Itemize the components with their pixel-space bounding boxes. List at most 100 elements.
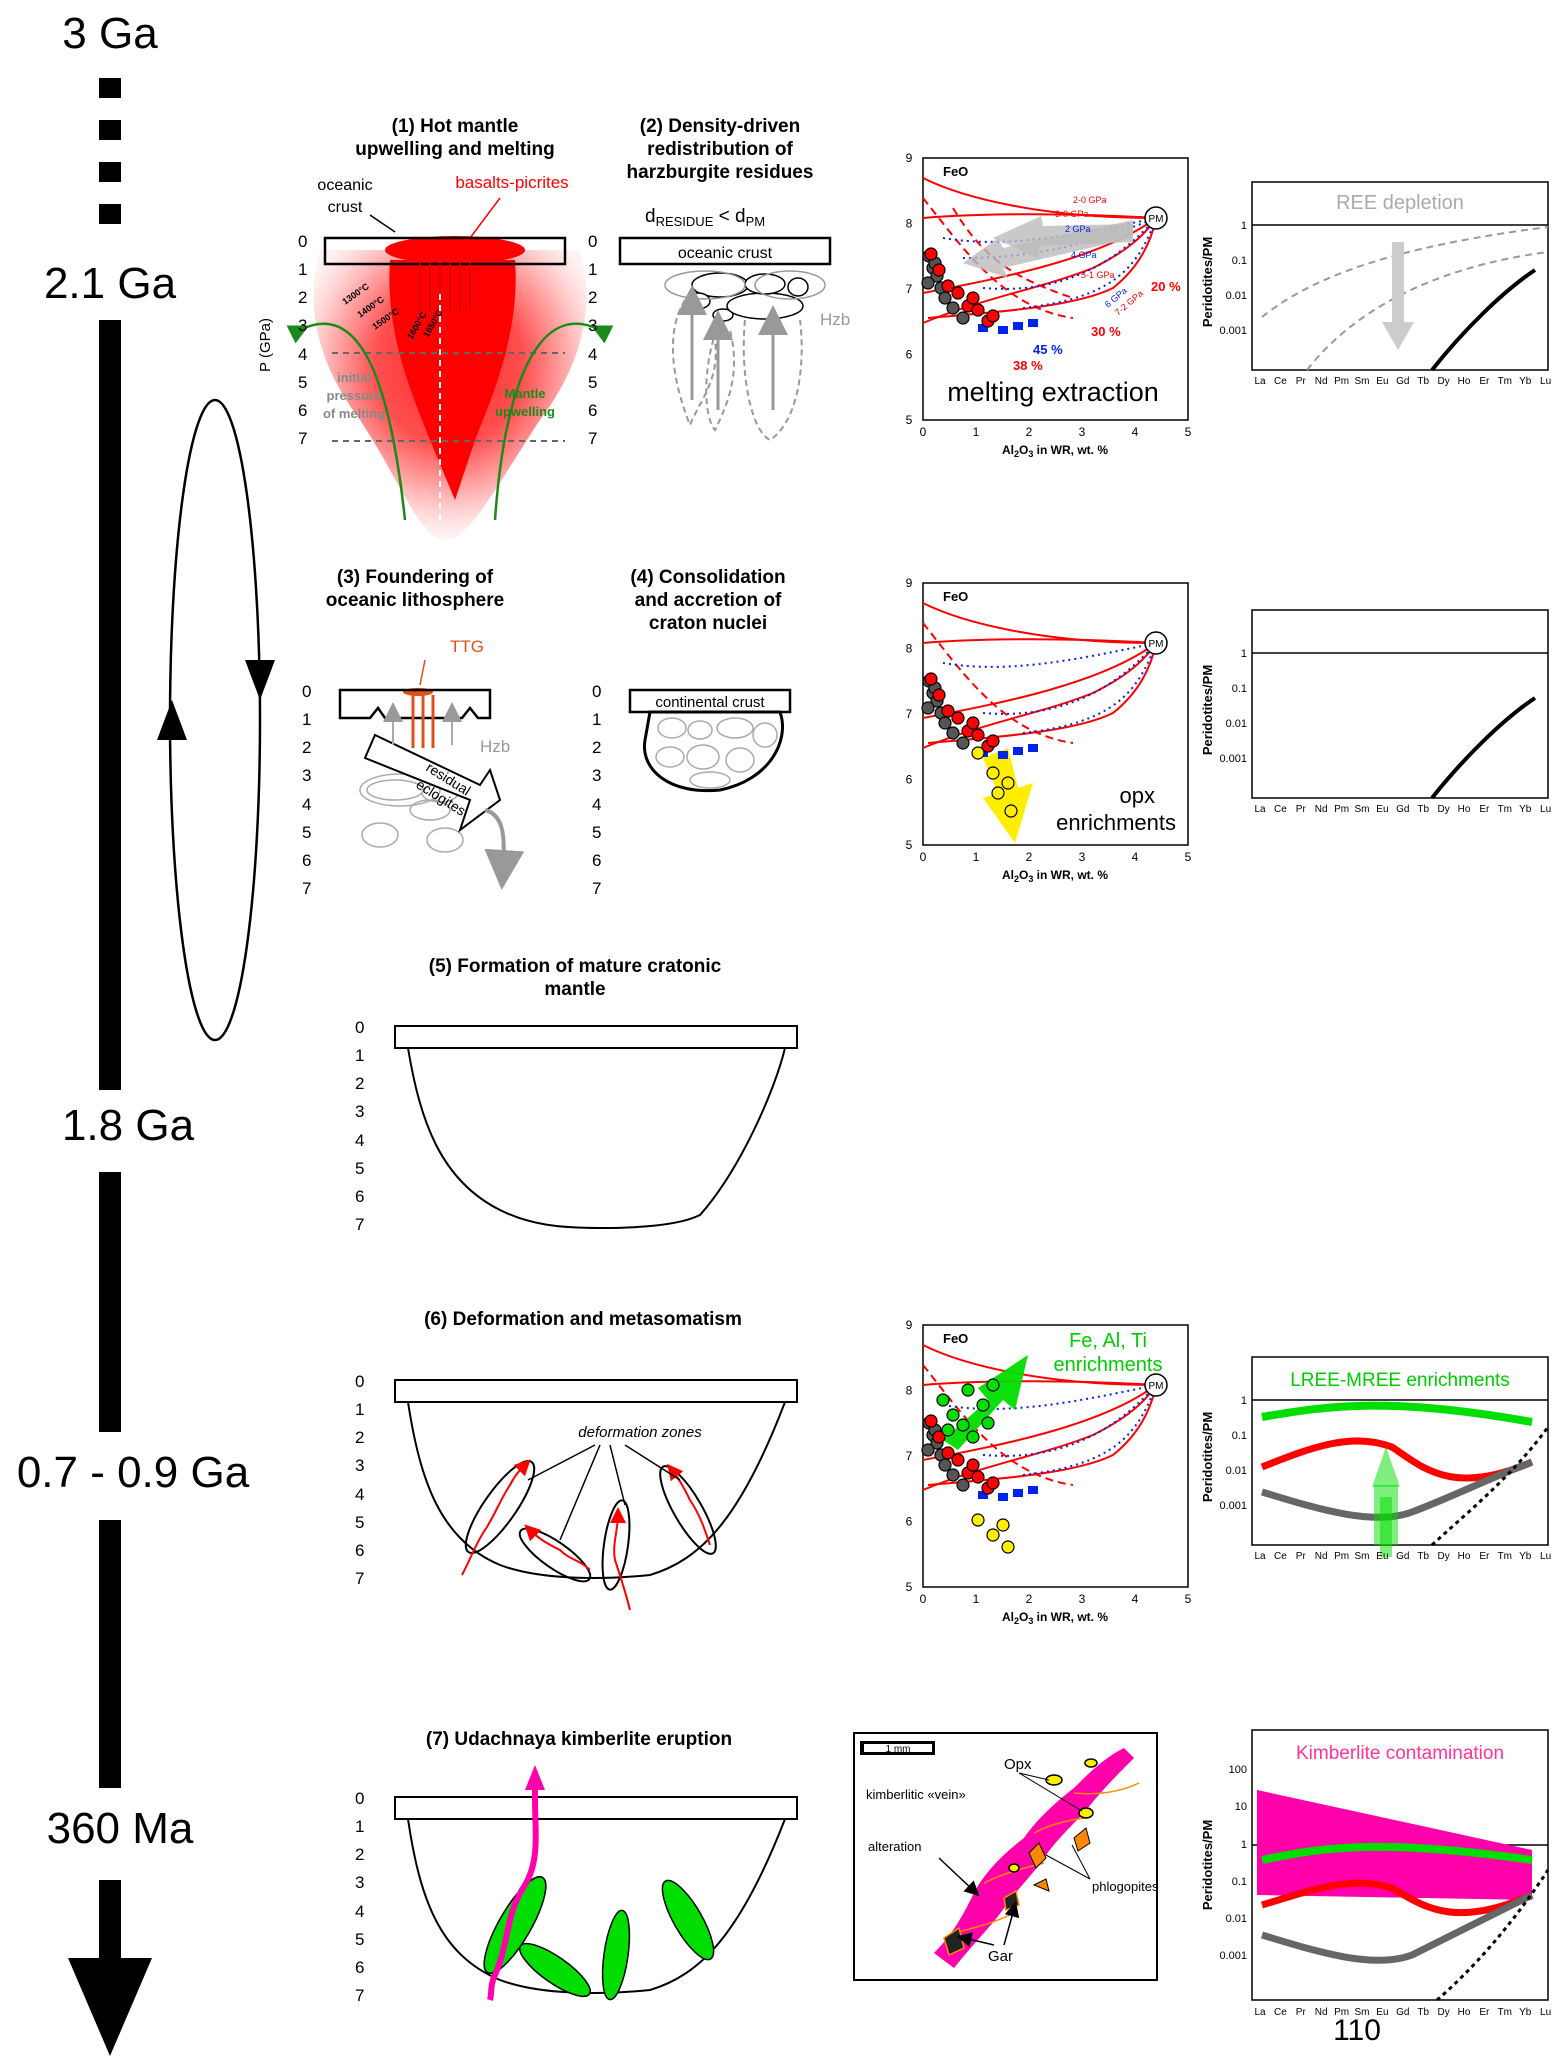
svg-text:upwelling and melting: upwelling and melting [355, 139, 555, 160]
sample-point [956, 736, 970, 750]
svg-text:6: 6 [588, 401, 597, 420]
x-tick-label: 1 [973, 425, 980, 439]
ree-x-label: Tb [1417, 1551, 1429, 1562]
svg-text:Hzb: Hzb [820, 310, 850, 329]
svg-text:FeO: FeO [943, 1331, 968, 1346]
svg-text:LREE-MREE enrichments: LREE-MREE enrichments [1290, 1370, 1510, 1391]
sample-point [986, 309, 1000, 323]
y-tick-label: 9 [906, 151, 913, 165]
ree-x-label: Ce [1274, 2007, 1287, 2018]
sample-point [938, 716, 952, 730]
svg-text:0: 0 [355, 1789, 364, 1808]
ree-x-label: Ce [1274, 376, 1287, 387]
svg-text:Mantle: Mantle [504, 386, 545, 401]
x-tick-label: 3 [1079, 425, 1086, 439]
sample-point [1001, 1540, 1015, 1554]
sample-point [998, 326, 1008, 334]
ree-x-label: Yb [1519, 1551, 1532, 1562]
svg-text:(6) Deformation and metasomati: (6) Deformation and metasomatism [424, 1309, 742, 1330]
svg-text:PM: PM [1149, 214, 1164, 225]
x-tick-label: 3 [1079, 850, 1086, 864]
ree-x-label: Tb [1417, 804, 1429, 815]
svg-text:craton nuclei: craton nuclei [649, 613, 767, 634]
ree-x-label: La [1254, 376, 1266, 387]
sample-point [941, 1423, 955, 1437]
svg-text:3: 3 [355, 1456, 364, 1475]
y-tick-label: 5 [906, 838, 913, 852]
pressure-axis-label: P (GPa) [257, 318, 274, 372]
y-tick-label: 7 [906, 282, 913, 296]
svg-text:2: 2 [298, 288, 307, 307]
svg-text:7: 7 [592, 879, 601, 898]
y-tick-label: 6 [906, 348, 913, 362]
y-tick-label: 5 [906, 413, 913, 427]
svg-text:4: 4 [355, 1902, 364, 1921]
svg-text:1: 1 [1241, 648, 1247, 660]
sample-point [938, 291, 952, 305]
x-tick-label: 3 [1079, 1592, 1086, 1606]
svg-text:0.01: 0.01 [1226, 290, 1247, 302]
ree-x-label: Gd [1396, 2007, 1409, 2018]
panel-4: (4) Consolidation and accretion of crato… [592, 567, 792, 898]
ree-x-label: La [1254, 804, 1266, 815]
ree-x-label: Er [1479, 804, 1490, 815]
svg-text:4 GPa: 4 GPa [1071, 250, 1097, 260]
panel-5: (5) Formation of mature cratonic mantle … [355, 956, 798, 1234]
svg-text:0.001: 0.001 [1219, 1950, 1247, 1962]
sample-point [921, 276, 935, 290]
svg-text:0: 0 [355, 1372, 364, 1391]
svg-text:kimberlitic «vein»: kimberlitic «vein» [866, 1787, 966, 1802]
sample-point [951, 286, 965, 300]
svg-text:1: 1 [302, 710, 311, 729]
svg-text:opx: opx [1120, 783, 1155, 808]
y-tick-label: 5 [906, 1580, 913, 1594]
time-3ga: 3 Ga [62, 9, 158, 58]
svg-text:0.01: 0.01 [1226, 1913, 1247, 1925]
sample-point [981, 1416, 995, 1430]
sample-point [932, 1430, 946, 1444]
svg-text:(7) Udachnaya kimberlite erupt: (7) Udachnaya kimberlite eruption [426, 1729, 732, 1750]
sample-point [924, 1414, 938, 1428]
ree-x-label: Lu [1540, 376, 1551, 387]
ree-plot-1: REE depletion 10.10.010.001 Peridotites/… [1200, 181, 1551, 387]
svg-text:5: 5 [355, 1159, 364, 1178]
ree-x-label: Tm [1498, 2007, 1512, 2018]
sample-point [1013, 747, 1023, 755]
ree-x-label: Gd [1396, 804, 1409, 815]
svg-text:Peridotites/PM: Peridotites/PM [1200, 665, 1215, 755]
svg-text:basalts-picrites: basalts-picrites [455, 173, 568, 192]
svg-text:7: 7 [302, 879, 311, 898]
sample-point [1013, 1489, 1023, 1497]
ree-x-label: Nd [1315, 1551, 1328, 1562]
sample-point [966, 291, 980, 305]
sample-point [971, 1470, 985, 1484]
ree-x-label: Sm [1355, 2007, 1370, 2018]
thin-section: 1 mm Opx kimberlitic «vein» alteration p… [853, 1732, 1159, 1981]
ree-x-label: Nd [1315, 376, 1328, 387]
sample-point [946, 1468, 960, 1482]
svg-text:0.1: 0.1 [1232, 683, 1247, 695]
svg-text:4: 4 [298, 345, 307, 364]
ree-x-label: Eu [1376, 2007, 1388, 2018]
svg-text:Kimberlite contamination: Kimberlite contamination [1296, 1743, 1504, 1764]
sample-point [1028, 319, 1038, 327]
svg-text:crust: crust [328, 199, 363, 216]
ree-x-label: Pm [1334, 1551, 1349, 1562]
sample-point [936, 1393, 950, 1407]
svg-text:6: 6 [355, 1958, 364, 1977]
svg-text:4: 4 [355, 1485, 364, 1504]
ree-x-label: Gd [1396, 1551, 1409, 1562]
svg-text:0: 0 [588, 232, 597, 251]
svg-text:Peridotites/PM: Peridotites/PM [1200, 1820, 1215, 1910]
sample-point [971, 746, 985, 760]
ree-x-label: Ce [1274, 1551, 1287, 1562]
svg-text:1: 1 [298, 260, 307, 279]
annotation-melting: melting extraction [947, 377, 1159, 407]
x-tick-label: 5 [1185, 850, 1192, 864]
ree-x-label: Yb [1519, 2007, 1532, 2018]
ree-x-label: Eu [1376, 1551, 1388, 1562]
ree-plot-4: Kimberlite contamination 1001010.10.010.… [1200, 1729, 1551, 2018]
sample-point [966, 716, 980, 730]
